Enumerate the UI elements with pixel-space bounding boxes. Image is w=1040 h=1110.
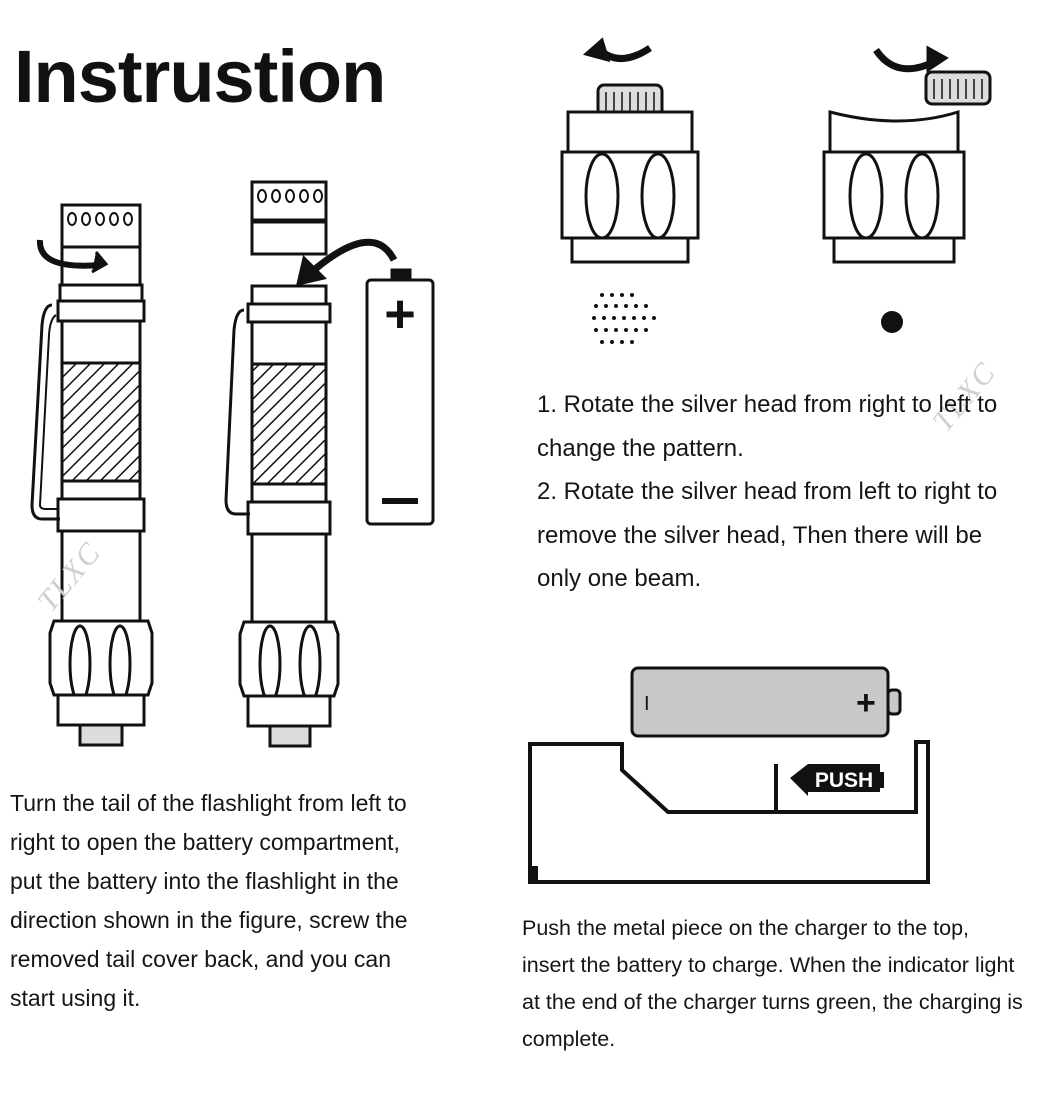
battery-plus-symbol: +: [384, 284, 416, 344]
single-beam-dot: [881, 311, 903, 333]
multi-beam-pattern: [592, 293, 656, 344]
flashlight-battery-illustration: +: [30, 180, 435, 748]
page-title: Instrustion: [14, 35, 386, 118]
step-1-text: 1. Rotate the silver head from right to …: [537, 391, 998, 462]
battery-cylinder: +: [365, 268, 435, 526]
push-label: PUSH: [815, 769, 873, 792]
battery-minus-symbol: [382, 498, 418, 504]
head-instructions: 1. Rotate the silver head from right to …: [537, 383, 1007, 601]
charging-text: Push the metal piece on the charger to t…: [522, 916, 1023, 1051]
flashlight-open: [224, 180, 398, 748]
charging-instructions: Push the metal piece on the charger to t…: [522, 910, 1027, 1058]
silver-head-illustration: [560, 37, 992, 344]
battery-insert-instructions: Turn the tail of the flashlight from lef…: [10, 790, 408, 1011]
step-2-text: 2. Rotate the silver head from left to r…: [537, 478, 998, 592]
charger-battery-plus: +: [856, 684, 876, 722]
indicator-light: [528, 866, 538, 884]
charger-illustration: I + PUSH: [528, 666, 930, 884]
charger-battery: [630, 666, 890, 738]
flashlight-closed: [30, 203, 154, 747]
charger-battery-minus: I: [644, 693, 650, 715]
